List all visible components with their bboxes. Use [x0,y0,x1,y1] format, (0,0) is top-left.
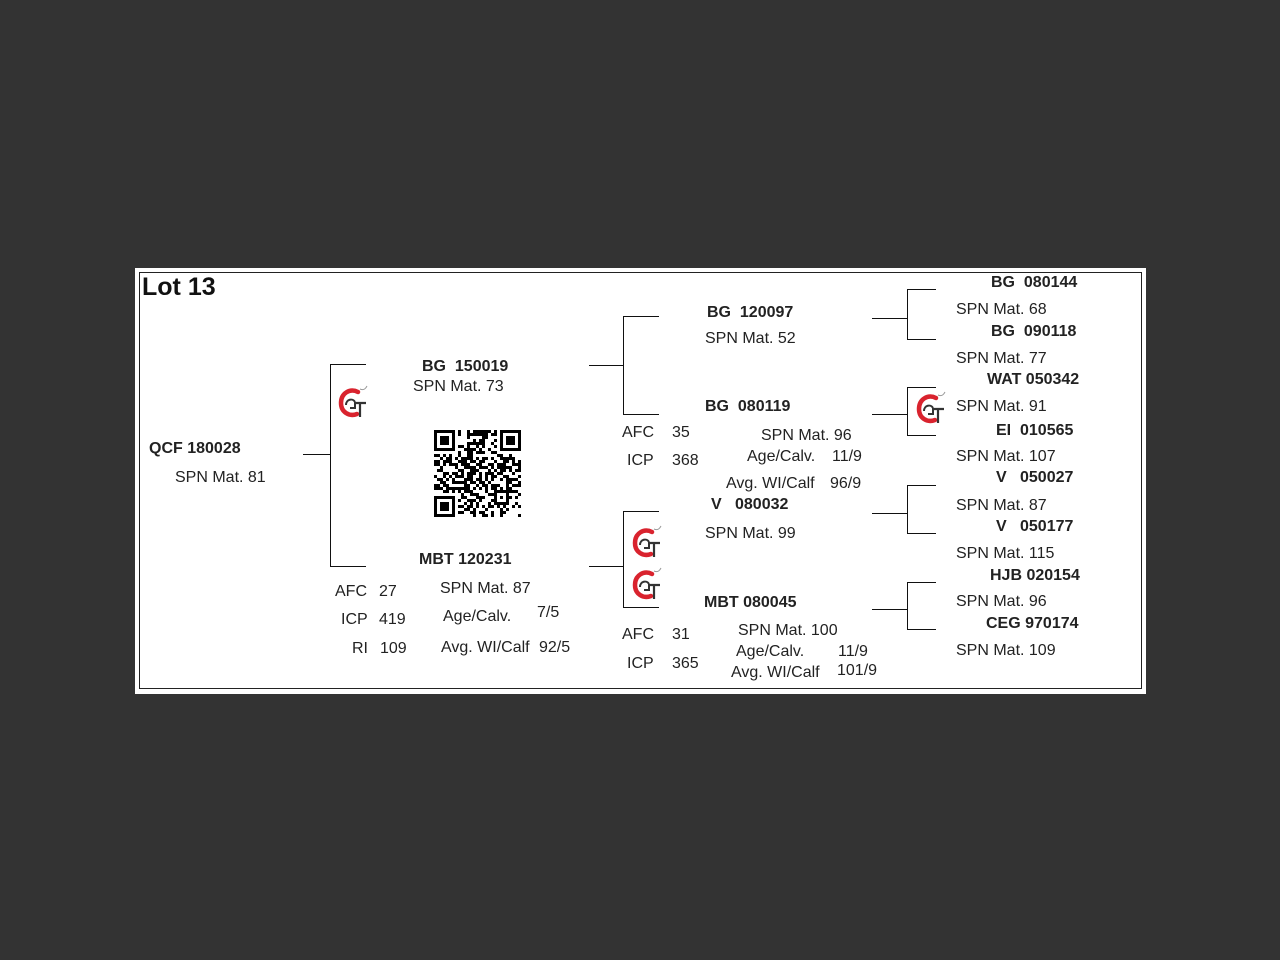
connector [589,365,623,366]
ggp-7-spn: SPN Mat. 96 [956,593,1047,610]
ggp-6-id: V 050177 [996,518,1074,535]
dam-sire-spn: SPN Mat. 99 [705,525,796,542]
dam-ri-value: 109 [380,640,407,657]
connector [907,289,908,339]
connector [872,414,907,415]
sire-dam-afc-value: 35 [672,424,690,441]
connector [872,513,907,514]
connector [623,511,624,607]
sire-spn: SPN Mat. 73 [413,378,504,395]
connector [872,609,907,610]
connector [330,364,331,566]
sire-dam-avg-wi-value: 96/9 [830,475,862,492]
sire-dam-id: BG 080119 [705,398,791,415]
gt-logo-icon [630,525,664,561]
ggp-5-spn: SPN Mat. 87 [956,497,1047,514]
ggp-4-id: EI 010565 [996,422,1074,439]
dam-icp-value: 419 [379,611,406,628]
dam-afc-label: AFC [335,583,367,600]
connector [907,533,936,534]
ggp-2-spn: SPN Mat. 77 [956,350,1047,367]
sire-dam-icp-label: ICP [627,452,654,469]
card-frame [139,272,1142,689]
connector [907,435,936,436]
dam-dam-age-calv-label: Age/Calv. [736,643,805,660]
connector [623,414,659,415]
connector [303,454,330,455]
dam-age-calv-value: 7/5 [537,604,560,621]
sire-dam-age-calv-value: 11/9 [832,448,862,465]
ggp-7-id: HJB 020154 [990,567,1080,584]
connector [907,485,908,533]
gt-logo-icon [630,567,664,603]
connector [907,387,908,435]
connector [623,316,624,414]
sire-dam-icp-value: 368 [672,452,699,469]
dam-dam-id: MBT 080045 [704,594,797,611]
connector [589,566,623,567]
sire-sire-spn: SPN Mat. 52 [705,330,796,347]
dam-dam-afc-label: AFC [622,626,654,643]
dam-dam-age-calv-value: 11/9 [838,643,868,660]
connector [330,566,366,567]
ggp-3-id: WAT 050342 [987,371,1080,388]
dam-sire-id: V 080032 [711,496,789,513]
pedigree-card: Lot 13 QCF 180028 SPN Mat. 81 BG 150019 … [135,268,1146,694]
sire-id: BG 150019 [422,358,509,375]
gt-logo-icon [336,385,370,421]
connector [907,485,936,486]
dam-dam-avg-wi-label: Avg. WI/Calf [731,664,820,681]
dam-dam-afc-value: 31 [672,626,690,643]
dam-age-calv-label: Age/Calv. [443,608,512,625]
connector [907,582,908,629]
ggp-6-spn: SPN Mat. 115 [956,545,1055,562]
ggp-3-spn: SPN Mat. 91 [956,398,1047,415]
dam-dam-avg-wi-value: 101/9 [837,662,878,679]
dam-avg-wi-value: 92/5 [539,639,571,656]
sire-dam-afc-label: AFC [622,424,654,441]
lot-title: Lot 13 [142,273,216,301]
connector [907,387,936,388]
gt-logo-icon [914,391,948,427]
dam-dam-icp-value: 365 [672,655,699,672]
dam-avg-wi-label: Avg. WI/Calf [441,639,530,656]
animal-id: QCF 180028 [149,440,241,457]
ggp-8-id: CEG 970174 [986,615,1079,632]
ggp-8-spn: SPN Mat. 109 [956,642,1056,659]
connector [907,582,936,583]
sire-dam-age-calv-label: Age/Calv. [747,448,816,465]
dam-dam-spn: SPN Mat. 100 [738,622,838,639]
dam-ri-label: RI [352,640,368,657]
connector [907,629,936,630]
sire-dam-avg-wi-label: Avg. WI/Calf [726,475,815,492]
connector [872,318,907,319]
connector [623,316,659,317]
ggp-1-spn: SPN Mat. 68 [956,301,1047,318]
ggp-1-id: BG 080144 [991,274,1078,291]
dam-spn: SPN Mat. 87 [440,580,531,597]
ggp-4-spn: SPN Mat. 107 [956,448,1056,465]
ggp-5-id: V 050027 [996,469,1074,486]
dam-dam-icp-label: ICP [627,655,654,672]
sire-sire-id: BG 120097 [707,304,794,321]
qr-code-icon [434,430,521,517]
connector [907,339,936,340]
dam-id: MBT 120231 [419,551,512,568]
animal-spn: SPN Mat. 81 [175,469,266,486]
dam-afc-value: 27 [379,583,397,600]
connector [330,364,366,365]
connector [623,607,659,608]
dam-icp-label: ICP [341,611,368,628]
connector [623,511,659,512]
sire-dam-spn: SPN Mat. 96 [761,427,852,444]
ggp-2-id: BG 090118 [991,323,1077,340]
connector [907,289,936,290]
